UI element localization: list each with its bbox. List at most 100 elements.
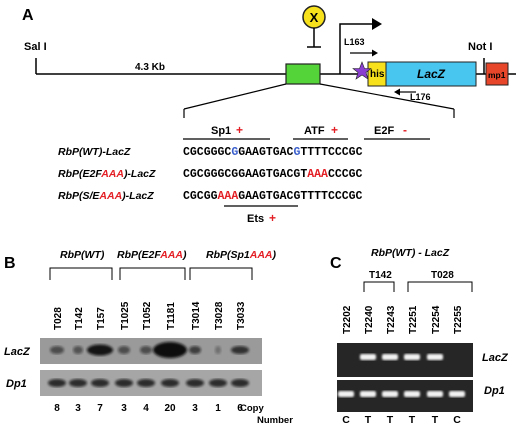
lane-label: T2254 — [431, 305, 442, 334]
construct-label: RbP(E2FAAA)-LacZ — [58, 168, 156, 180]
group-e2f-label: RbP(E2FAAA) — [117, 249, 187, 261]
lane-label: T3033 — [236, 301, 247, 330]
sequence: CGCGGAAAGAAGTGACGTTTTCCCGC — [183, 190, 363, 203]
mp1-label: mp1 — [488, 70, 506, 80]
copy-number: 6 — [237, 403, 243, 414]
lane-label: T028 — [53, 307, 64, 330]
lacz-band — [189, 346, 201, 354]
dp1-band — [231, 379, 249, 387]
ets-sign: + — [269, 211, 276, 225]
l176-arrowhead — [394, 88, 400, 96]
bracket-e2f — [119, 267, 186, 280]
copy-number: 1 — [215, 403, 221, 414]
group-t142-label: T142 — [369, 270, 392, 281]
not-label: Not I — [468, 41, 492, 53]
construct-label: RbP(WT)-LacZ — [58, 146, 131, 158]
group-sp1-label: RbP(Sp1AAA) — [206, 249, 277, 261]
lacz-band — [427, 354, 443, 360]
copy-number: 4 — [143, 403, 149, 414]
lacz-band — [50, 346, 64, 354]
lacz-band — [360, 354, 376, 360]
l176-label: L176 — [410, 92, 431, 102]
bracket-t142 — [363, 281, 395, 292]
panel-c-title: RbP(WT) - LacZ — [371, 247, 450, 259]
dp1-band — [161, 379, 179, 387]
bracket-sp1 — [189, 267, 253, 280]
lacz-band — [87, 344, 113, 356]
tss-arrow — [339, 23, 372, 74]
e2f-label: E2F — [374, 125, 394, 137]
lacz-gene-label: LacZ — [417, 67, 446, 81]
kb-label: 4.3 Kb — [135, 62, 165, 73]
copy-number: 20 — [164, 403, 176, 414]
lane-label: T2251 — [408, 305, 419, 334]
sal-label: Sal I — [24, 41, 47, 53]
zoom-line-left — [183, 83, 287, 110]
lacz-band — [404, 354, 420, 360]
dp1-band — [186, 379, 204, 387]
lane-label: T2243 — [386, 305, 397, 334]
dp1-band — [91, 379, 109, 387]
lacz-band — [73, 346, 83, 354]
tss-arrowhead — [372, 18, 382, 30]
genotype-mark: T — [432, 414, 439, 426]
lacz-band — [215, 346, 221, 354]
panel-b-bands — [48, 342, 249, 387]
lacz-row-label-b: LacZ — [4, 346, 31, 358]
construct-label: RbP(S/EAAA)-LacZ — [58, 190, 154, 202]
copy-label: Copy — [240, 403, 264, 414]
bracket-wt — [49, 267, 113, 280]
sequence: CGCGGGCGGAAGTGACGTTTTCCCGC — [183, 146, 363, 159]
lane-label: T2255 — [453, 305, 464, 334]
mp1-box — [485, 62, 509, 86]
dp1-band — [338, 391, 354, 397]
dp1-band — [449, 391, 465, 397]
construct-rows: RbP(WT)-LacZ CGCGGGCGGAAGTGACGTTTTCCCGC Rb… — [58, 146, 363, 203]
copy-number: 3 — [192, 403, 198, 414]
group-wt-label: RbP(WT) — [60, 249, 105, 261]
dp1-band — [209, 379, 227, 387]
number-label: Number — [257, 415, 293, 426]
dp1-row-label-b: Dp1 — [6, 378, 27, 390]
ets-label: Ets — [247, 213, 264, 225]
copy-number: 3 — [121, 403, 127, 414]
group-t028-label: T028 — [431, 270, 454, 281]
dp1-band — [427, 391, 443, 397]
sp1-label: Sp1 — [211, 125, 231, 137]
l163-label: L163 — [344, 37, 365, 47]
dp1-band — [48, 379, 66, 387]
genotype-mark: T — [387, 414, 394, 426]
lacz-band — [231, 346, 249, 354]
dp1-band — [115, 379, 133, 387]
lacz-row-label-c: LacZ — [482, 352, 509, 364]
genotype-mark: C — [342, 414, 350, 426]
l163-arrowhead — [372, 49, 378, 57]
genotype-mark: C — [453, 414, 461, 426]
dp1-band — [360, 391, 376, 397]
factor-x-label: X — [310, 10, 319, 25]
panel-c-label: C — [330, 255, 342, 272]
atf-sign: + — [331, 123, 338, 137]
atf-label: ATF — [304, 125, 325, 137]
lacz-band — [140, 346, 152, 354]
bracket-t028 — [407, 281, 473, 292]
copy-number: 7 — [97, 403, 103, 414]
dp1-row-label-c: Dp1 — [484, 385, 505, 397]
lane-label: T3014 — [191, 301, 202, 330]
dp1-band — [137, 379, 155, 387]
genotype-mark: T — [409, 414, 416, 426]
gel-c-lacz — [337, 343, 473, 377]
lane-label: T157 — [96, 307, 107, 330]
panel-c-bands — [338, 354, 465, 397]
lane-label: T3028 — [214, 301, 225, 330]
sp1-sign: + — [236, 123, 243, 137]
panel-b-label: B — [4, 255, 16, 272]
dp1-band — [382, 391, 398, 397]
zoom-line-right — [319, 83, 455, 110]
lane-label: T1052 — [142, 301, 153, 330]
